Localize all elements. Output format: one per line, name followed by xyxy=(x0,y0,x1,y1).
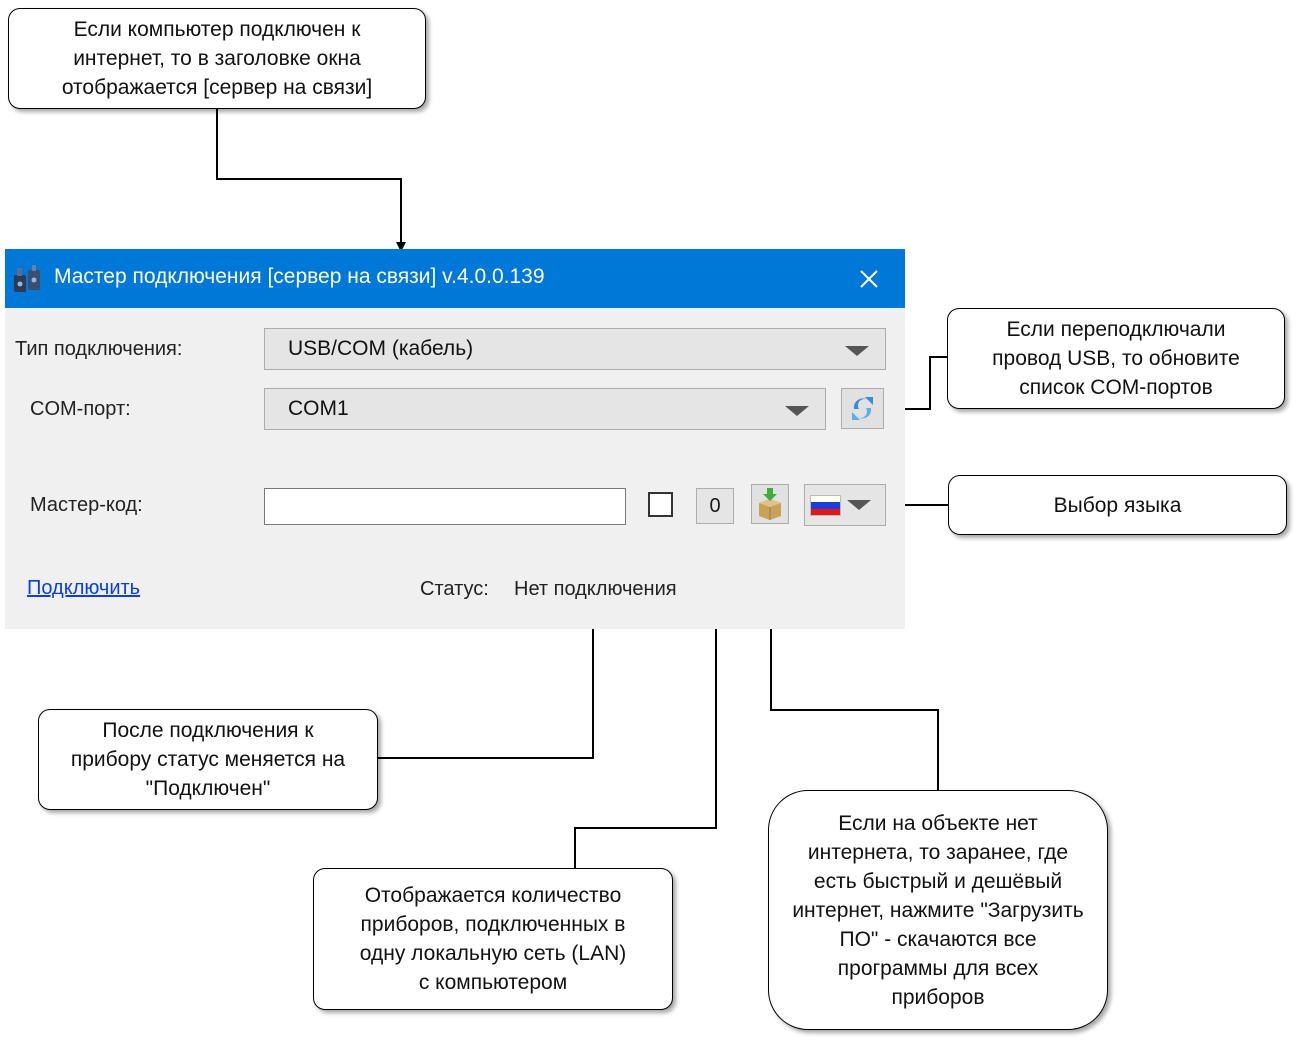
connection-type-select[interactable]: USB/COM (кабель) xyxy=(264,328,886,370)
close-icon xyxy=(860,269,878,288)
callout-refresh-ports: Если переподключали провод USB, то обнов… xyxy=(947,308,1285,409)
connection-type-value: USB/COM (кабель) xyxy=(288,337,474,360)
window-title: Мастер подключения [сервер на связи] v.4… xyxy=(54,265,545,288)
connector-status-change xyxy=(378,610,598,759)
master-code-label: Мастер-код: xyxy=(30,494,143,516)
download-package-icon xyxy=(759,488,781,520)
status-label: Статус: xyxy=(420,578,489,600)
status-value: Нет подключения xyxy=(514,578,677,600)
callout-lan-count: Отображается количество приборов, подклю… xyxy=(313,868,673,1010)
callout-status-change: После подключения к прибору статус меняе… xyxy=(38,709,378,810)
com-port-value: COM1 xyxy=(288,397,349,420)
lan-device-count: 0 xyxy=(696,488,734,524)
connection-wizard-window: Мастер подключения [сервер на связи] v.4… xyxy=(5,249,905,629)
language-select[interactable] xyxy=(804,484,886,526)
refresh-icon xyxy=(852,397,873,420)
callout-download-software: Если на объекте нет интернета, то заране… xyxy=(768,790,1108,1030)
close-button[interactable] xyxy=(833,249,905,308)
callout-language: Выбор языка xyxy=(948,475,1287,535)
download-software-button[interactable] xyxy=(751,484,789,524)
com-port-select[interactable]: COM1 xyxy=(264,388,826,430)
refresh-ports-button[interactable] xyxy=(841,388,884,429)
chevron-down-icon xyxy=(847,500,871,510)
chevron-down-icon xyxy=(785,406,809,416)
russian-flag-icon xyxy=(810,495,841,516)
connector-refresh-ports xyxy=(888,356,947,414)
connector-server-status xyxy=(216,108,406,252)
callout-server-status: Если компьютер подключен к интернет, то … xyxy=(8,8,426,109)
chevron-down-icon xyxy=(845,346,869,356)
title-bar: Мастер подключения [сервер на связи] v.4… xyxy=(5,249,905,308)
connection-type-label: Тип подключения: xyxy=(15,338,183,360)
master-code-checkbox[interactable] xyxy=(648,492,673,517)
master-code-input[interactable] xyxy=(264,488,626,525)
com-port-label: COM-порт: xyxy=(30,398,131,420)
connect-link[interactable]: Подключить xyxy=(27,577,141,599)
connector-lan-count xyxy=(574,528,721,868)
devices-app-icon xyxy=(14,265,40,292)
